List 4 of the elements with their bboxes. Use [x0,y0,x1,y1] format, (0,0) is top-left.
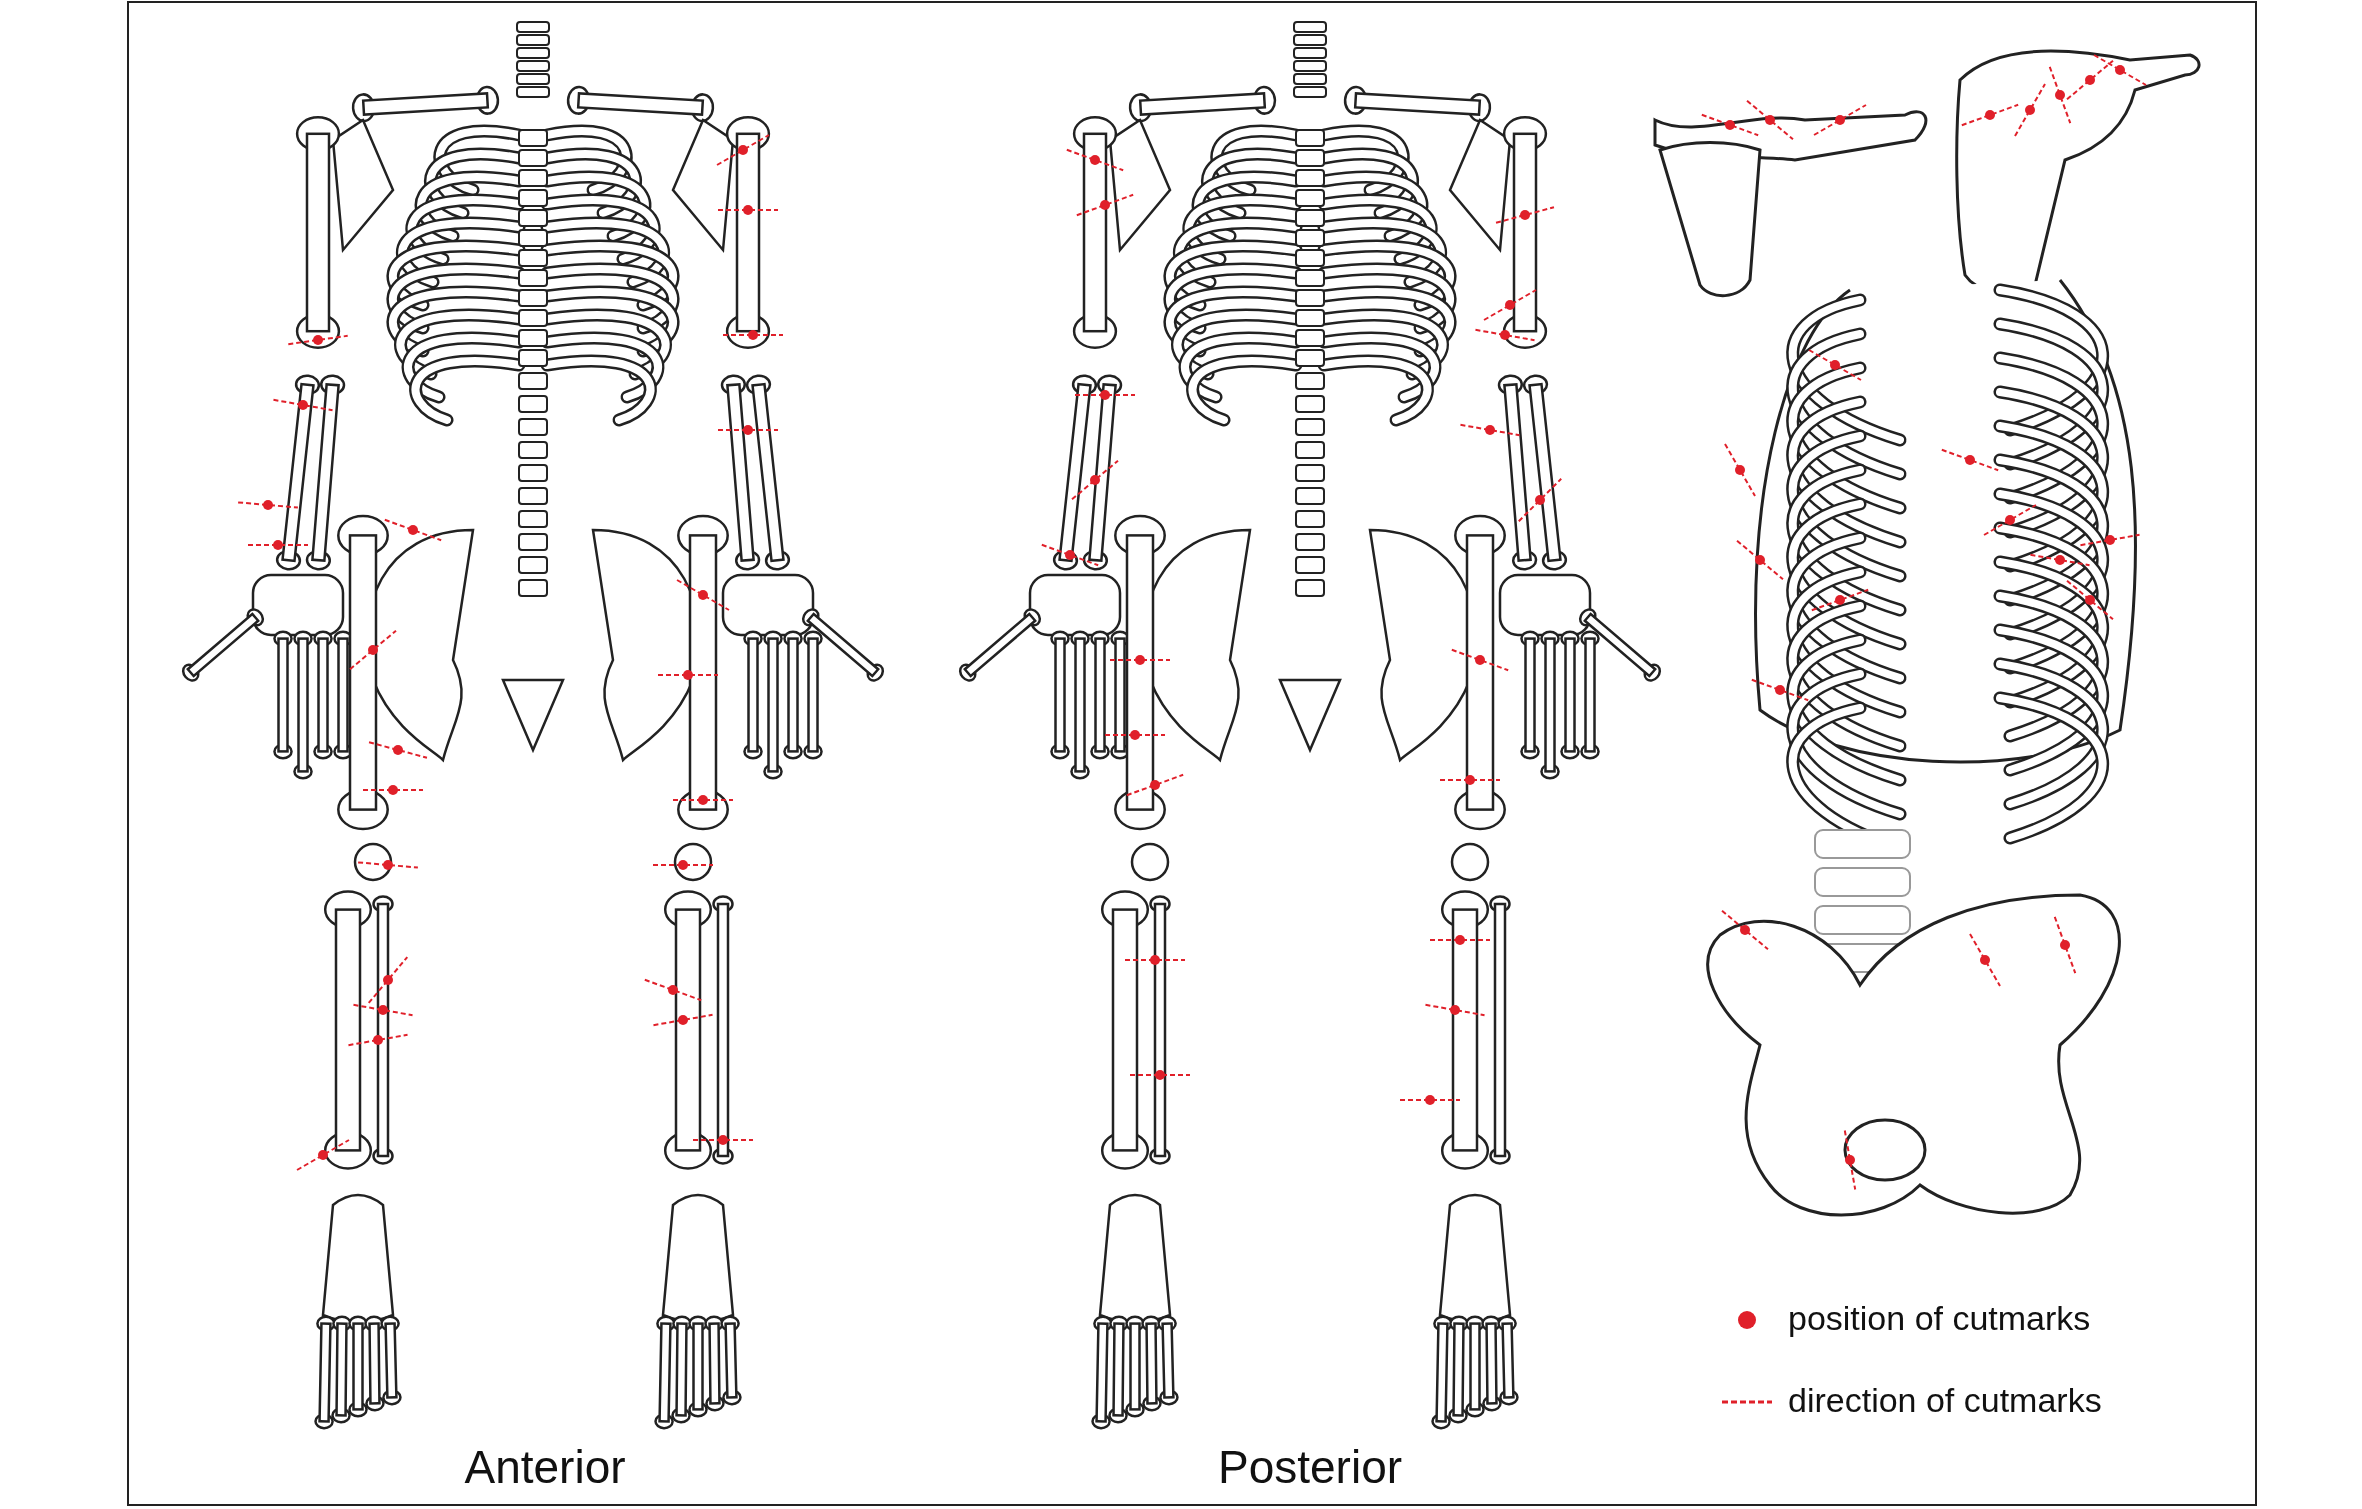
legend-text: position of cutmarks [1788,1299,2091,1338]
view-label: Posterior [1217,1440,1403,1494]
legend-text: direction of cutmarks [1788,1381,2102,1420]
view-label: Anterior [464,1440,626,1494]
